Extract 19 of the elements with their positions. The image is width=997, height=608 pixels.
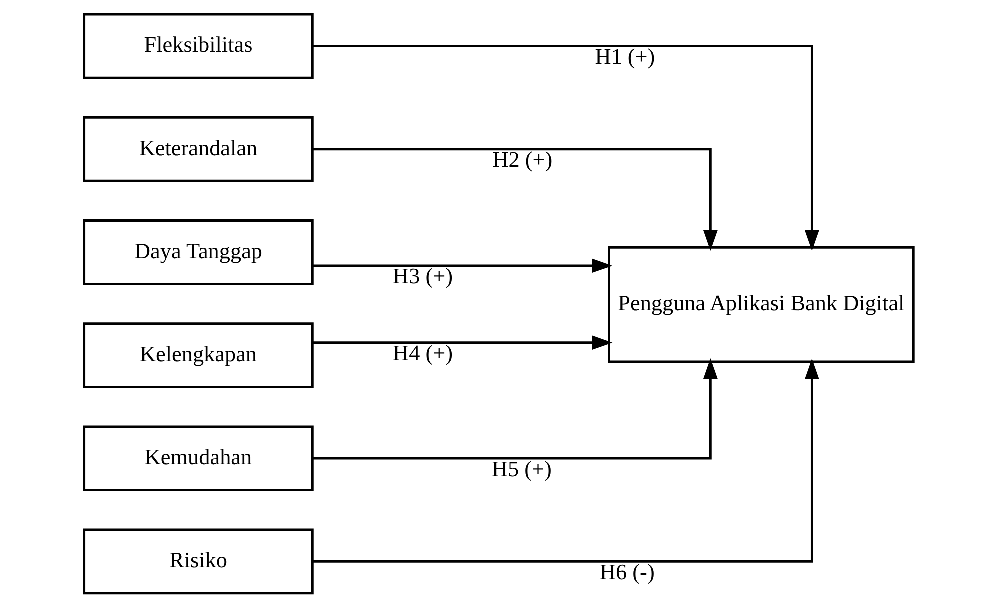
arrow bbox=[312, 148, 718, 251]
arrow bbox=[312, 45, 819, 252]
arrow bbox=[312, 336, 612, 350]
edge-label: H5 (+) bbox=[491, 456, 552, 482]
node-box: Kelengkapan bbox=[82, 322, 314, 388]
arrow bbox=[312, 258, 612, 274]
node-box: Keterandalan bbox=[82, 116, 314, 182]
edge-label: H6 (-) bbox=[600, 559, 654, 584]
edge-label: H4 (+) bbox=[392, 340, 453, 366]
node-box: Kemudahan bbox=[82, 426, 314, 492]
node-box: Pengguna Aplikasi Bank Digital bbox=[608, 246, 914, 364]
edge-label: H2 (+) bbox=[492, 147, 552, 172]
node-box: Risiko bbox=[82, 528, 314, 595]
arrow bbox=[312, 358, 718, 460]
node-box: Fleksibilitas bbox=[82, 13, 314, 80]
edge-label: H1 (+) bbox=[594, 44, 655, 70]
node-box: Daya Tanggap bbox=[82, 220, 314, 286]
arrow bbox=[312, 358, 819, 563]
edge-label: H3 (+) bbox=[392, 264, 453, 289]
